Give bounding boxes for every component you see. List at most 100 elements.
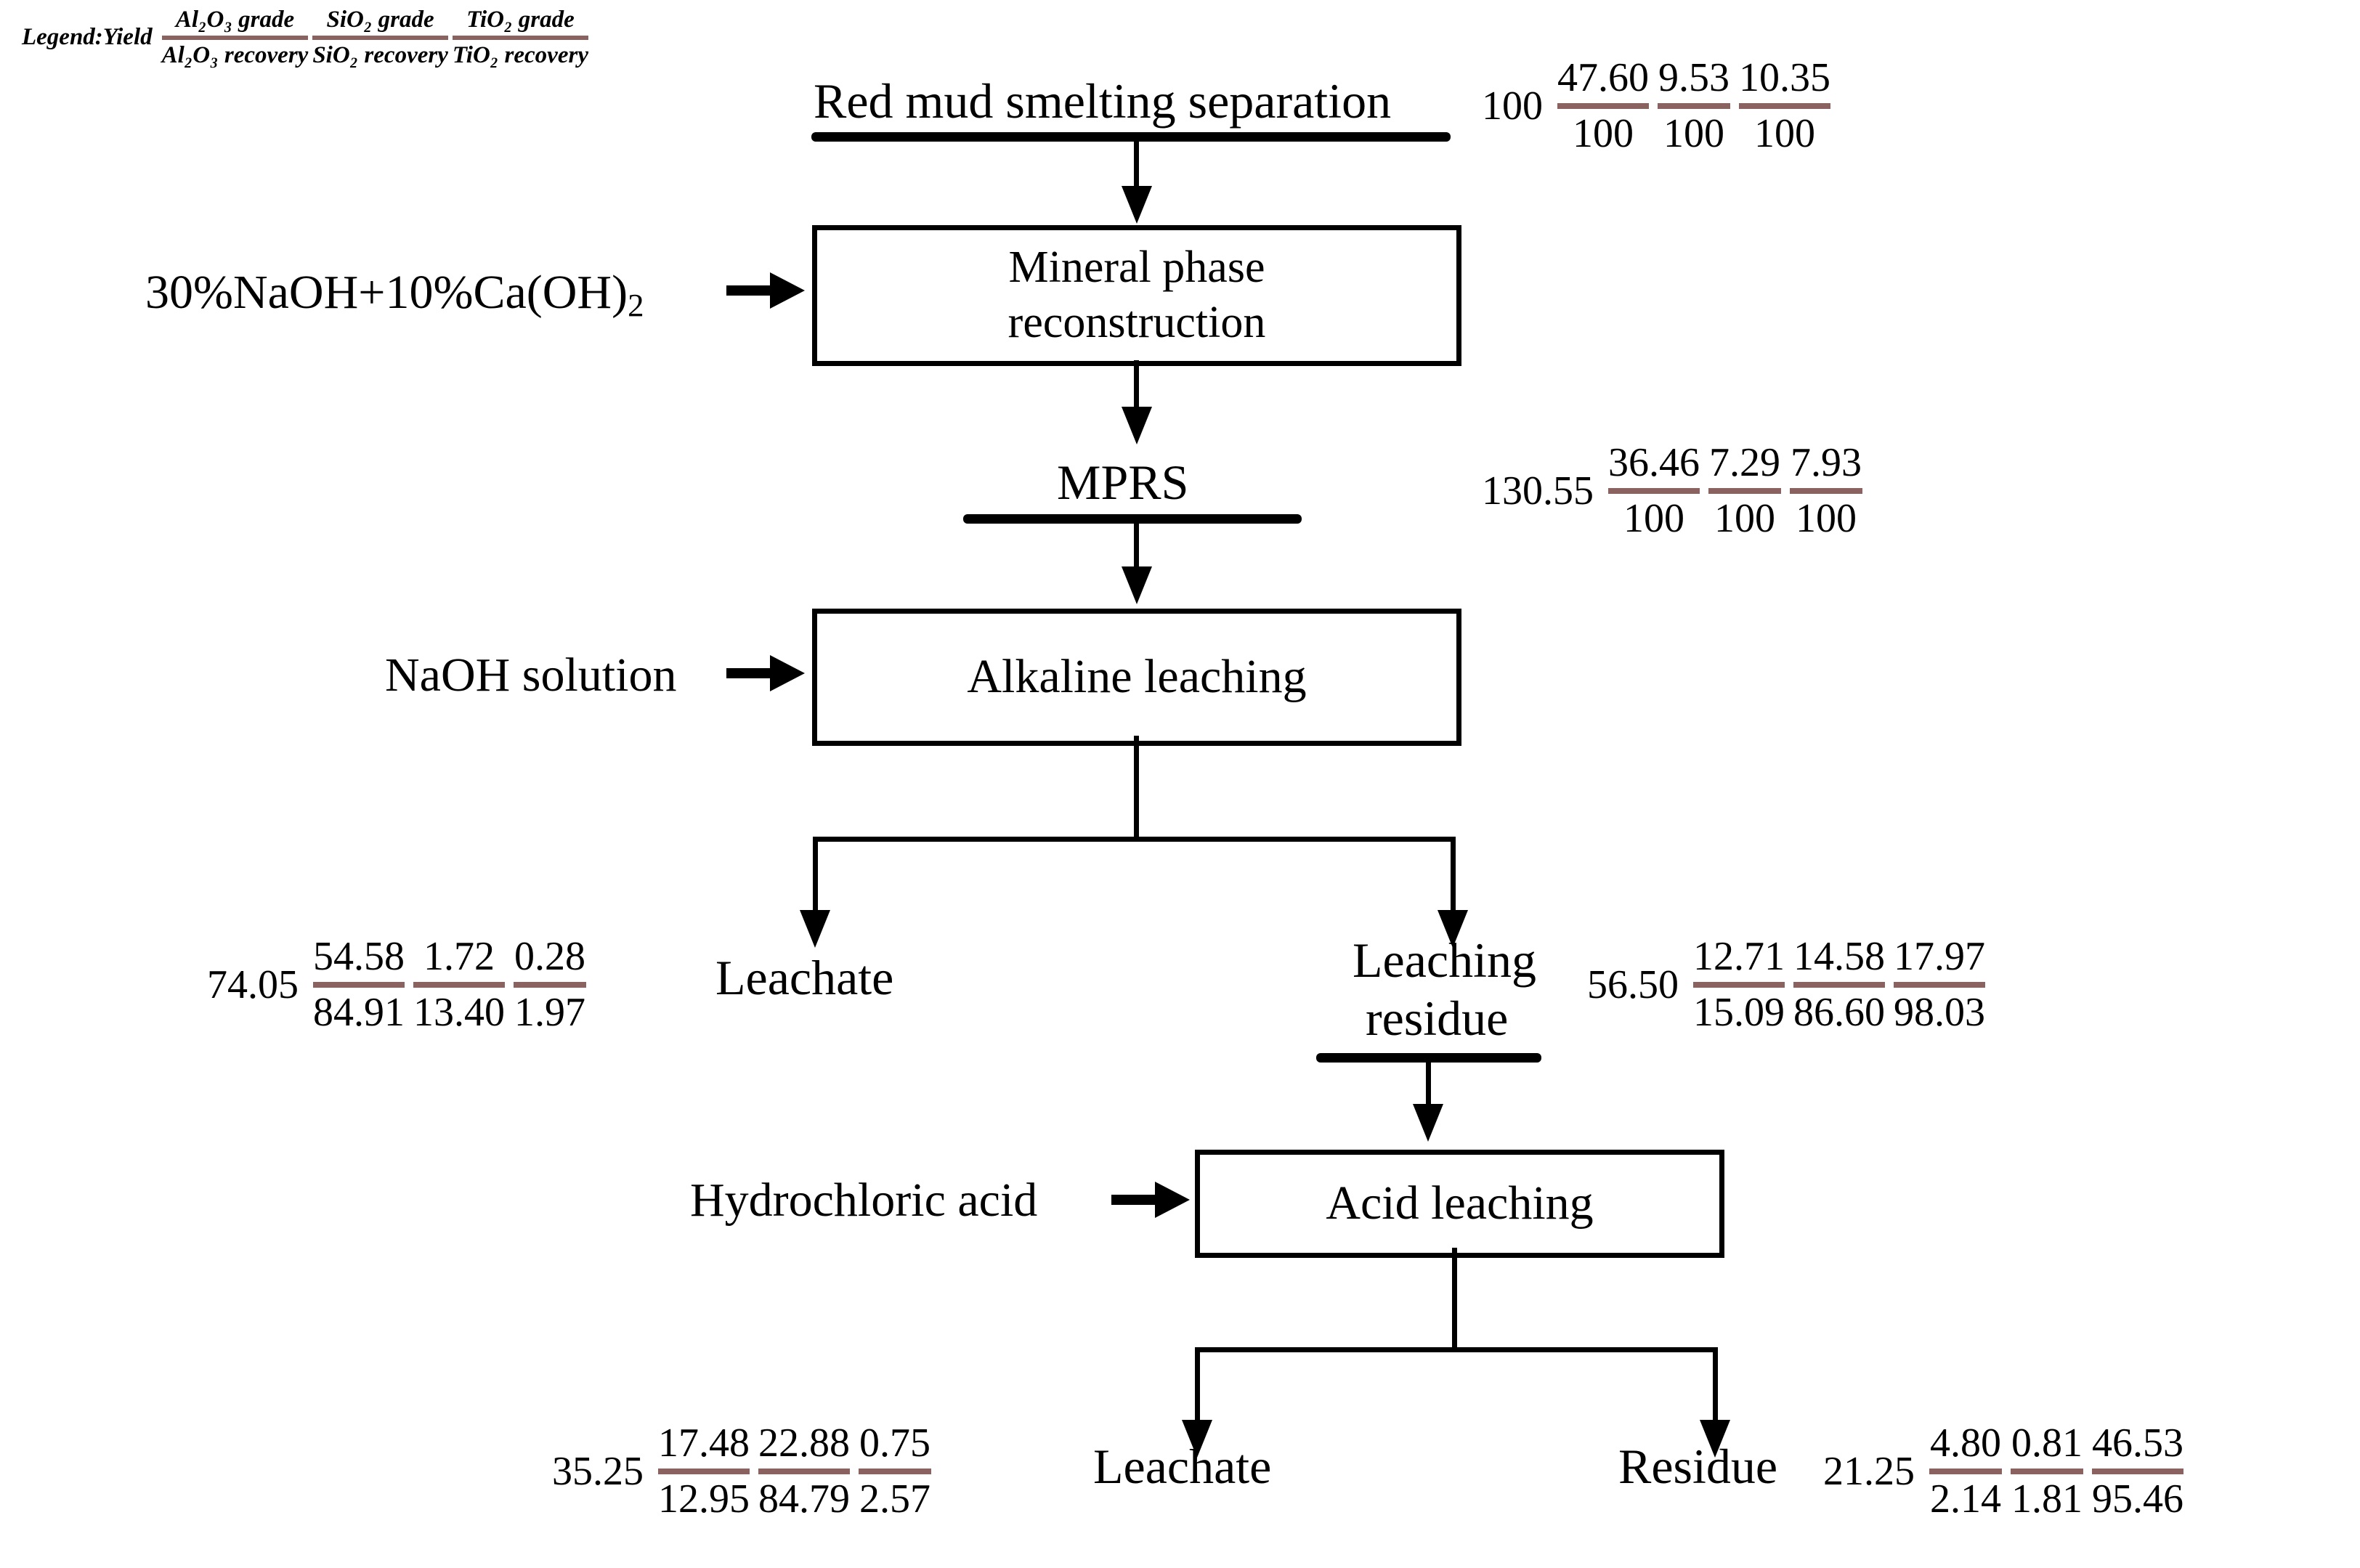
connector-mprs-to-alkaline-leaching bbox=[1134, 519, 1139, 569]
fraction-bar bbox=[859, 1468, 931, 1474]
leaching-residue-sio2-grade: 14.58 bbox=[1793, 934, 1885, 979]
feed-stream-data: 100 47.60 100 9.53 100 10.35 100 bbox=[1482, 57, 1835, 155]
mprs-sio2-grade: 7.29 bbox=[1709, 440, 1780, 485]
leaching-residue-stream-data: 56.50 12.71 15.09 14.58 86.60 17.97 98.0… bbox=[1587, 935, 1990, 1034]
mprs-underline bbox=[963, 514, 1302, 524]
fraction-bar bbox=[313, 981, 405, 988]
fraction-bar bbox=[1658, 102, 1730, 109]
leachate2-tio2-recovery: 2.57 bbox=[859, 1476, 930, 1522]
arrow-mineral-phase-to-mprs bbox=[1122, 407, 1152, 444]
arrow-to-residue bbox=[1700, 1420, 1730, 1458]
leachate1-al2o3-recovery: 84.91 bbox=[313, 989, 405, 1035]
residue-al2o3-grade: 4.80 bbox=[1930, 1421, 2001, 1466]
leachate2-tio2-grade: 0.75 bbox=[859, 1421, 930, 1466]
leaching-residue-frac-tio2: 17.97 98.03 bbox=[1889, 935, 1990, 1034]
fraction-bar bbox=[1739, 102, 1830, 109]
mprs-frac-sio2: 7.29 100 bbox=[1704, 442, 1785, 540]
residue-frac-sio2: 0.81 1.81 bbox=[2006, 1422, 2088, 1521]
connector-reagent1 bbox=[726, 285, 771, 296]
mprs-stream-data: 130.55 36.46 100 7.29 100 7.93 100 bbox=[1482, 442, 1867, 540]
feed-frac-tio2: 10.35 100 bbox=[1735, 57, 1835, 155]
leachate1-frac-al2o3: 54.58 84.91 bbox=[309, 935, 409, 1034]
leachate1-frac-tio2: 0.28 1.97 bbox=[509, 935, 591, 1034]
mprs-tio2-recovery: 100 bbox=[1796, 495, 1857, 541]
mineral-phase-label: Mineral phase reconstruction bbox=[1007, 243, 1266, 347]
fraction-bar bbox=[1708, 487, 1781, 494]
feed-label: Red mud smelting separation bbox=[814, 73, 1392, 129]
fraction-bar bbox=[2092, 1468, 2183, 1474]
leachate1-sio2-recovery: 13.40 bbox=[413, 989, 505, 1035]
mprs-sio2-recovery: 100 bbox=[1714, 495, 1775, 541]
leachate2-frac-sio2: 22.88 84.79 bbox=[754, 1422, 854, 1521]
connector-reagent2 bbox=[726, 668, 771, 678]
legend-sio2-grade: SiO₂ grade bbox=[326, 7, 434, 33]
leaching-residue-label-line2: residue bbox=[1366, 991, 1509, 1046]
legend-fraction-bar bbox=[452, 35, 588, 40]
feed-al2o3-recovery: 100 bbox=[1573, 110, 1634, 156]
mprs-tio2-grade: 7.93 bbox=[1791, 440, 1862, 485]
leaching-residue-label-line1: Leaching bbox=[1353, 933, 1536, 988]
feed-underline bbox=[811, 132, 1451, 142]
legend-tio2-recovery: TiO₂ recovery bbox=[452, 41, 588, 68]
connector-split1-left bbox=[813, 837, 818, 913]
alkaline-leaching-box[interactable]: Alkaline leaching bbox=[812, 609, 1461, 746]
leachate1-tio2-grade: 0.28 bbox=[514, 934, 585, 979]
leachate2-yield: 35.25 bbox=[552, 1448, 644, 1494]
arrow-mprs-to-alkaline-leaching bbox=[1122, 566, 1152, 604]
fraction-bar bbox=[1557, 102, 1649, 109]
connector-mineral-phase-to-mprs bbox=[1134, 360, 1139, 410]
leachate2-sio2-grade: 22.88 bbox=[758, 1421, 850, 1466]
arrow-reagent3-into-acid-leaching bbox=[1155, 1182, 1190, 1218]
fraction-bar bbox=[758, 1468, 850, 1474]
residue-tio2-grade: 46.53 bbox=[2092, 1421, 2183, 1466]
feed-al2o3-grade: 47.60 bbox=[1557, 55, 1649, 100]
fraction-bar bbox=[1608, 487, 1700, 494]
mprs-yield: 130.55 bbox=[1482, 468, 1594, 513]
feed-sio2-recovery: 100 bbox=[1663, 110, 1724, 156]
leaching-residue-tio2-recovery: 98.03 bbox=[1894, 989, 1985, 1035]
feed-yield: 100 bbox=[1482, 83, 1543, 129]
leachate2-stream-data: 35.25 17.48 12.95 22.88 84.79 0.75 2.57 bbox=[552, 1422, 936, 1521]
arrow-reagent2-into-alkaline-leaching bbox=[770, 655, 805, 691]
leachate2-al2o3-recovery: 12.95 bbox=[658, 1476, 750, 1522]
acid-leaching-box[interactable]: Acid leaching bbox=[1195, 1150, 1724, 1258]
residue-frac-al2o3: 4.80 2.14 bbox=[1925, 1422, 2006, 1521]
legend-column-al2o3: Al₂O₃ grade Al₂O₃ recovery bbox=[160, 7, 311, 68]
leachate2-al2o3-grade: 17.48 bbox=[658, 1421, 750, 1466]
leachate1-sio2-grade: 1.72 bbox=[423, 934, 495, 979]
fraction-bar bbox=[1793, 981, 1885, 988]
connector-reagent3 bbox=[1111, 1195, 1156, 1205]
connector-split1-right bbox=[1451, 837, 1456, 913]
legend-fraction-bar bbox=[312, 35, 448, 40]
legend-al2o3-recovery: Al₂O₃ recovery bbox=[161, 41, 309, 68]
legend-label: Legend:Yield bbox=[22, 24, 153, 51]
legend-tio2-grade: TiO₂ grade bbox=[466, 7, 575, 33]
connector-split2-right bbox=[1713, 1347, 1718, 1423]
arrow-reagent1-into-mineral-phase bbox=[770, 272, 805, 309]
fraction-bar bbox=[1790, 487, 1862, 494]
leachate2-sio2-recovery: 84.79 bbox=[758, 1476, 850, 1522]
residue-sio2-recovery: 1.81 bbox=[2011, 1476, 2083, 1522]
leachate2-frac-tio2: 0.75 2.57 bbox=[854, 1422, 936, 1521]
leachate1-tio2-recovery: 1.97 bbox=[514, 989, 585, 1035]
connector-leaching-residue-to-acid-leaching bbox=[1426, 1057, 1431, 1107]
fraction-bar bbox=[1894, 981, 1985, 988]
connector-alkaline-leaching-split-bar bbox=[813, 837, 1456, 842]
connector-feed-to-mineral-phase bbox=[1134, 137, 1139, 188]
fraction-bar bbox=[1693, 981, 1785, 988]
mineral-phase-reconstruction-box[interactable]: Mineral phase reconstruction bbox=[812, 225, 1461, 366]
leaching-residue-frac-sio2: 14.58 86.60 bbox=[1789, 935, 1889, 1034]
feed-frac-sio2: 9.53 100 bbox=[1653, 57, 1735, 155]
arrow-to-leachate-2 bbox=[1182, 1420, 1212, 1458]
acid-leaching-label: Acid leaching bbox=[1326, 1177, 1594, 1230]
residue-al2o3-recovery: 2.14 bbox=[1930, 1476, 2001, 1522]
mprs-al2o3-recovery: 100 bbox=[1623, 495, 1684, 541]
legend-fraction-bar bbox=[161, 35, 309, 40]
leachate1-stream-data: 74.05 54.58 84.91 1.72 13.40 0.28 1.97 bbox=[207, 935, 591, 1034]
residue-label: Residue bbox=[1618, 1439, 1778, 1494]
leachate1-yield: 74.05 bbox=[207, 962, 299, 1007]
leachate1-al2o3-grade: 54.58 bbox=[313, 934, 405, 979]
residue-tio2-recovery: 95.46 bbox=[2092, 1476, 2183, 1522]
leachate-1-label: Leachate bbox=[715, 950, 894, 1005]
